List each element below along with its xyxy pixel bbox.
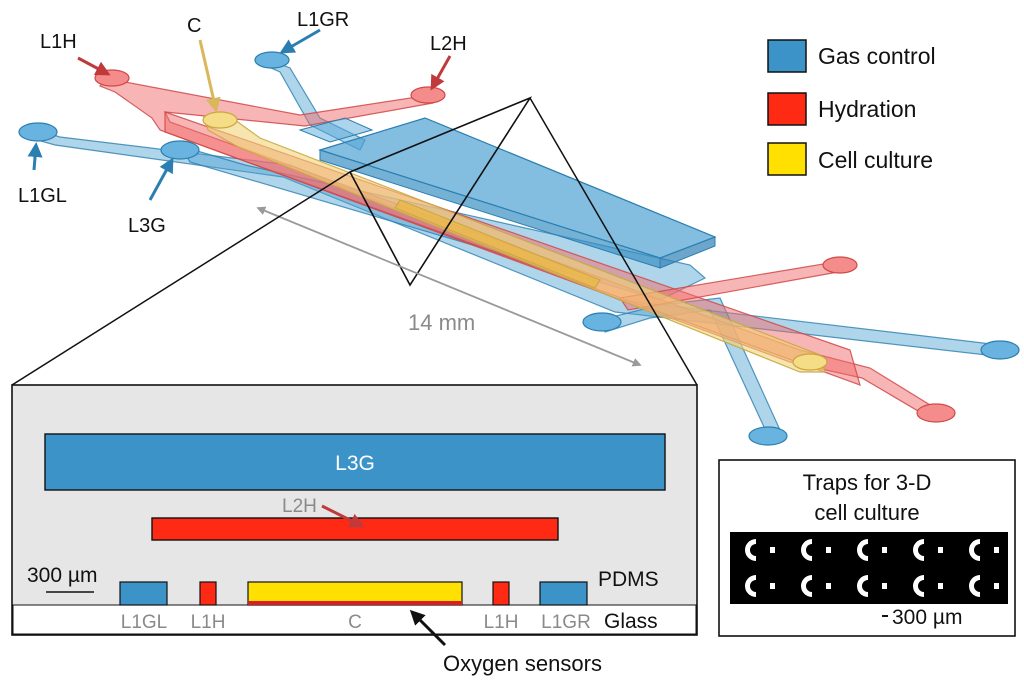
legend-label-gas: Gas control [818,43,936,69]
cs-scale-bar-label: 300 µm [27,564,97,587]
arrow-l3g [148,157,174,201]
zoom-line-left [11,171,351,386]
port-l2h [410,86,446,104]
port-red-right-bottom [916,403,956,423]
cs-l1gl-block [119,581,168,606]
trap-post [938,583,943,589]
traps-inset: Traps for 3-D cell culture 300 µm [718,459,1016,637]
cs-glass-label: Glass [604,610,658,633]
cs-bottom-label-l1gl: L1GL [121,612,167,633]
trap-cup [913,539,924,561]
port-blue-right [980,340,1020,360]
traps-title-line2: cell culture [814,500,919,525]
oxygen-sensor-arrow [409,609,447,647]
label-l1gr: L1GR [297,9,349,31]
length-label: 14 mm [408,310,475,335]
glass-layer [12,604,697,635]
arrow-l1gl [27,142,43,171]
legend-swatch-hydration [767,92,807,126]
trap-post [882,583,887,589]
oxygen-sensor-label: Oxygen sensors [443,651,602,676]
cs-l1h-left-block [199,581,217,606]
trap-cup [745,539,756,561]
traps-scale-bar-label: 300 µm [892,606,962,629]
device-3d: 14 mm L1H C L1GR L2H L1GL L3G [18,9,1020,446]
cs-l2h-arrow [321,504,365,528]
trap-cup [801,539,812,561]
trap-cup [913,575,924,597]
cross-section: L3G L2H 300 µm PDMS Glass L1GL L1H C L1H… [11,97,698,676]
arrow-l2h [430,55,452,91]
trap-post [770,547,775,553]
trap-cups [745,539,999,597]
trap-post [882,547,887,553]
trap-cup [969,575,980,597]
cs-bottom-label-l1gr: L1GR [541,612,591,633]
label-l3g: L3G [128,215,166,237]
trap-cup [745,575,756,597]
port-red-right-top [822,256,858,274]
label-c: C [187,15,201,37]
legend-label-hydration: Hydration [818,96,916,122]
traps-title-line1: Traps for 3-D [803,470,932,495]
port-l1gr [254,51,290,69]
trap-cup [969,539,980,561]
trap-cup [857,539,868,561]
cs-l1h-right-block [492,581,510,606]
port-l1h [94,69,130,87]
trap-cup [857,575,868,597]
arrow-l1h [77,56,111,76]
cs-bottom-label-l1h-right: L1H [484,612,519,633]
label-l1gl: L1GL [18,185,67,207]
trap-post [826,583,831,589]
length-dimension-arrow [256,206,642,367]
zoom-line-right [529,97,698,386]
trap-post [770,583,775,589]
port-l3g [160,140,200,160]
label-l2h: L2H [430,33,467,55]
cs-bottom-label-l1h-left: L1H [191,612,226,633]
port-blue-bottom [748,426,788,446]
legend-swatch-culture [767,142,807,176]
legend: Gas control Hydration Cell culture [767,39,936,176]
arrow-l1gr [279,28,321,54]
cs-l1gr-block [539,581,588,606]
traps-micrograph [730,532,1008,604]
port-yellow-right [792,353,828,371]
cs-l3g-bar [44,433,666,491]
cs-l2h-label: L2H [282,496,317,517]
cs-oxygen-sensor-strip [248,601,462,605]
ports [18,51,1020,446]
trap-post [826,547,831,553]
cs-l3g-label: L3G [335,452,375,475]
legend-swatch-gas [767,39,807,73]
trap-post [938,547,943,553]
cs-pdms-label: PDMS [598,568,659,591]
trap-cup [801,575,812,597]
trap-post [994,583,999,589]
arrow-c [198,39,221,113]
legend-label-culture: Cell culture [818,147,933,173]
trap-post [994,547,999,553]
port-c [202,111,238,129]
label-l1h: L1H [40,31,77,53]
port-blue-mid [582,312,622,332]
port-l1gl [18,122,58,142]
cs-bottom-label-c: C [348,612,362,633]
